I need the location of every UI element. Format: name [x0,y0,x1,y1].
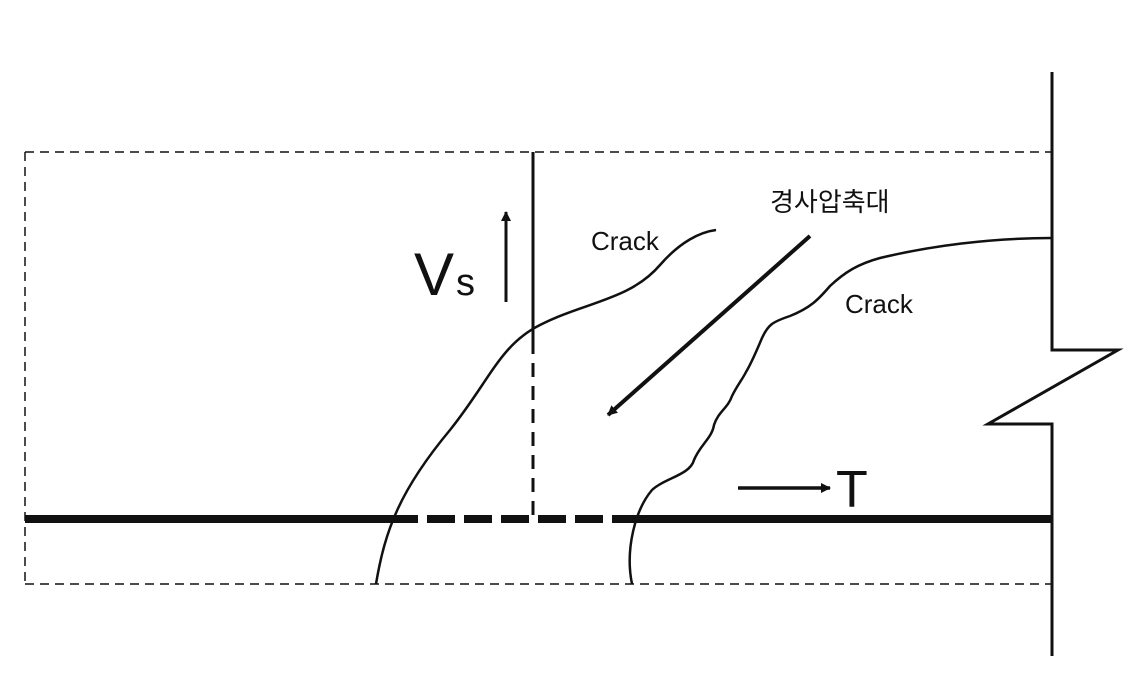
support-break-line [982,72,1124,656]
beam-outline [24,151,1052,585]
crack-right-line [628,236,1053,585]
compression-strut-label: 경사압축대 [770,187,890,217]
shear-force-label: Vs [414,241,475,308]
crack-right-label: Crack [845,289,914,319]
compression-strut-arrow [606,234,812,417]
crack-left-line [374,228,717,585]
crack-left-label: Crack [591,226,660,256]
tension-label: T [836,461,868,519]
